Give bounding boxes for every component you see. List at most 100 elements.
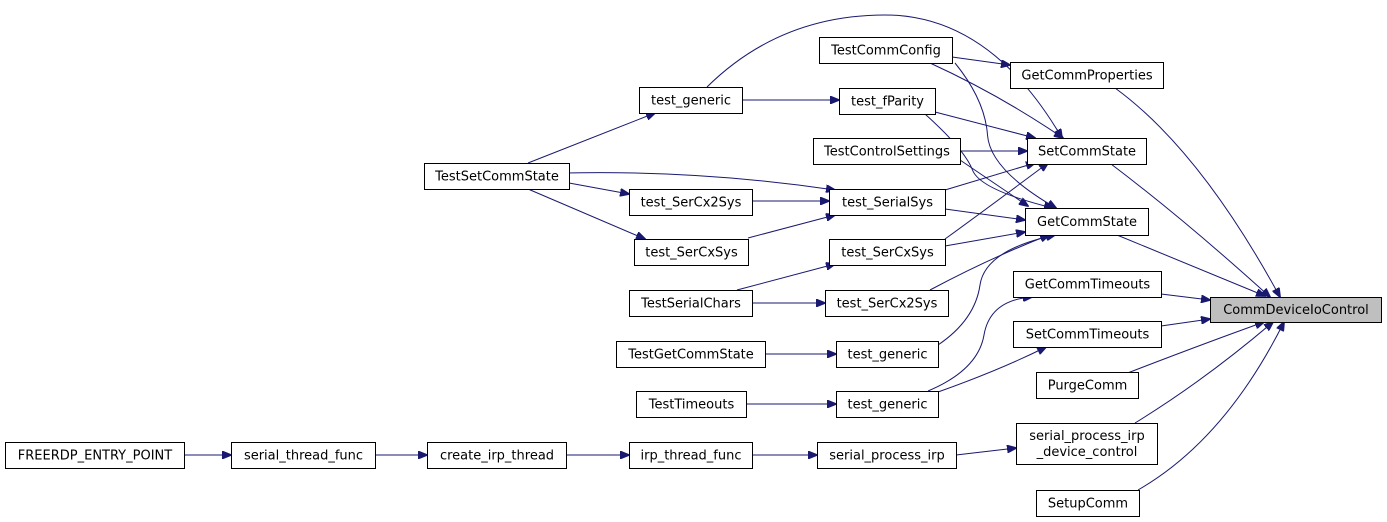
function-node-test-sercx2sys-b[interactable]: test_SerCx2Sys bbox=[825, 290, 949, 317]
node-label: test_generic bbox=[847, 348, 927, 363]
function-node-serprocirpdc[interactable]: serial_process_irp_device_control bbox=[1016, 423, 1158, 465]
function-node-test-generic-b[interactable]: test_generic bbox=[836, 341, 939, 368]
function-node-test-fparity[interactable]: test_fParity bbox=[839, 88, 936, 115]
function-node-getcommtimeouts[interactable]: GetCommTimeouts bbox=[1013, 271, 1162, 298]
function-node-root[interactable]: CommDeviceIoControl bbox=[1210, 297, 1382, 323]
call-edge-testcontrolsettings-to-getcommstate bbox=[959, 159, 1028, 206]
function-node-test-sercxsys-b[interactable]: test_SerCxSys bbox=[829, 239, 946, 266]
node-label: TestControlSettings bbox=[823, 145, 950, 160]
call-edge-testserialchars-to-test_sercxsys_b bbox=[736, 264, 835, 291]
call-edge-getcommprops-to-root bbox=[1114, 87, 1280, 297]
node-box bbox=[629, 290, 753, 317]
function-node-getcommprops[interactable]: GetCommProperties bbox=[1010, 62, 1164, 89]
function-node-test-sercxsys-a[interactable]: test_SerCxSys bbox=[634, 239, 749, 266]
function-node-test-sercx2sys-a[interactable]: test_SerCx2Sys bbox=[629, 189, 753, 216]
call-edge-testsetcommstate-to-test_serialsys bbox=[564, 172, 835, 190]
call-edge-setupcomm-to-root bbox=[1137, 322, 1284, 491]
call-edge-testcommconfig-to-getcommprops bbox=[951, 56, 1010, 65]
function-node-testgetcommstate[interactable]: TestGetCommState bbox=[616, 341, 766, 368]
node-label: test_SerCx2Sys bbox=[837, 297, 938, 312]
node-box bbox=[1010, 62, 1164, 89]
node-box bbox=[427, 442, 567, 469]
node-label: TestTimeouts bbox=[648, 398, 735, 413]
node-box bbox=[1013, 321, 1162, 348]
node-box bbox=[817, 442, 957, 469]
node-box bbox=[5, 442, 185, 469]
node-label: SetCommTimeouts bbox=[1026, 328, 1150, 343]
call-edge-test_generic_c-to-setcommtimeouts bbox=[937, 347, 1046, 393]
node-label: GetCommState bbox=[1037, 215, 1137, 230]
function-node-test-generic-c[interactable]: test_generic bbox=[836, 391, 939, 418]
node-box bbox=[836, 341, 939, 368]
call-edge-test_sercxsys_b-to-getcommstate bbox=[944, 232, 1025, 247]
node-box bbox=[231, 442, 376, 469]
function-nodes: CommDeviceIoControl GetCommPropertiesSetC… bbox=[5, 37, 1382, 517]
node-label: FREERDP_ENTRY_POINT bbox=[18, 449, 172, 464]
call-edge-testcommconfig-to-getcommstate bbox=[954, 62, 1056, 208]
node-label: SetCommState bbox=[1038, 145, 1136, 160]
function-node-setupcomm[interactable]: SetupComm bbox=[1036, 490, 1140, 517]
node-label: TestGetCommState bbox=[627, 348, 754, 363]
call-edge-setcommtimeouts-to-root bbox=[1160, 319, 1210, 327]
call-edge-testsetcommstate-to-test_sercxsys_a bbox=[527, 188, 645, 239]
node-box bbox=[616, 341, 766, 368]
call-edge-serial_process_irp-to-serprocirpdc bbox=[955, 448, 1016, 456]
call-edge-getcommtimeouts-to-root bbox=[1160, 293, 1210, 300]
function-node-serial-process-irp[interactable]: serial_process_irp bbox=[817, 442, 957, 469]
call-edges bbox=[184, 14, 1284, 491]
node-box bbox=[813, 138, 961, 165]
function-node-freerdp-entry[interactable]: FREERDP_ENTRY_POINT bbox=[5, 442, 185, 469]
function-node-purgecomm[interactable]: PurgeComm bbox=[1036, 372, 1139, 399]
node-box bbox=[1210, 297, 1382, 323]
function-node-testcommconfig[interactable]: TestCommConfig bbox=[819, 37, 953, 64]
node-box bbox=[639, 87, 743, 114]
function-node-testsetcommstate[interactable]: TestSetCommState bbox=[424, 163, 570, 190]
node-label: test_generic bbox=[651, 94, 731, 109]
node-box bbox=[1025, 208, 1149, 236]
function-node-testcontrolsettings[interactable]: TestControlSettings bbox=[813, 138, 961, 165]
call-edge-getcommstate-to-root bbox=[1116, 234, 1265, 296]
node-box bbox=[829, 239, 946, 266]
function-node-test-generic-a[interactable]: test_generic bbox=[639, 87, 743, 114]
node-label: TestCommConfig bbox=[830, 44, 941, 59]
node-box bbox=[1036, 490, 1140, 517]
call-edge-serprocirpdc-to-root bbox=[1134, 322, 1273, 424]
node-label: GetCommProperties bbox=[1021, 69, 1152, 84]
call-edge-test_fparity-to-setcommstate bbox=[934, 111, 1035, 138]
node-box bbox=[1036, 372, 1139, 399]
call-edge-test_generic_c-to-getcommtimeouts bbox=[927, 297, 1032, 392]
function-node-setcommstate[interactable]: SetCommState bbox=[1027, 138, 1147, 165]
function-node-create-irp-thread[interactable]: create_irp_thread bbox=[427, 442, 567, 469]
function-node-testtimeouts[interactable]: TestTimeouts bbox=[636, 391, 747, 418]
function-node-testserialchars[interactable]: TestSerialChars bbox=[629, 290, 753, 317]
node-label: test_SerialSys bbox=[842, 196, 933, 211]
node-box bbox=[829, 189, 946, 216]
node-box bbox=[825, 290, 949, 317]
call-edge-test_sercxsys_a-to-test_serialsys bbox=[747, 215, 835, 239]
node-label: PurgeComm bbox=[1048, 379, 1128, 394]
node-box bbox=[836, 391, 939, 418]
call-edge-purgecomm-to-root bbox=[1124, 322, 1264, 375]
call-edge-setcommstate-to-root bbox=[1110, 163, 1270, 297]
node-box bbox=[1013, 271, 1162, 298]
node-label: GetCommTimeouts bbox=[1025, 278, 1151, 293]
node-box bbox=[839, 88, 936, 115]
node-box bbox=[1027, 138, 1147, 165]
node-label: SetupComm bbox=[1048, 497, 1128, 512]
call-edge-testcommconfig-to-setcommstate bbox=[929, 62, 1063, 138]
node-box bbox=[634, 239, 749, 266]
function-node-getcommstate[interactable]: GetCommState bbox=[1025, 208, 1149, 236]
node-box bbox=[819, 37, 953, 64]
function-node-irp-thread-func[interactable]: irp_thread_func bbox=[629, 442, 753, 469]
node-label: TestSerialChars bbox=[640, 297, 741, 312]
function-node-setcommtimeouts[interactable]: SetCommTimeouts bbox=[1013, 321, 1162, 348]
node-label: test_fParity bbox=[851, 95, 924, 110]
node-label: irp_thread_func bbox=[640, 449, 741, 464]
function-node-test-serialsys[interactable]: test_SerialSys bbox=[829, 189, 946, 216]
node-label: CommDeviceIoControl bbox=[1223, 303, 1369, 318]
node-label: serial_process_irp bbox=[1029, 429, 1144, 444]
function-node-serial-thread-func[interactable]: serial_thread_func bbox=[231, 442, 376, 469]
node-label: test_SerCx2Sys bbox=[641, 196, 742, 211]
call-edge-testsetcommstate-to-test_sercx2sys_a bbox=[568, 182, 629, 194]
